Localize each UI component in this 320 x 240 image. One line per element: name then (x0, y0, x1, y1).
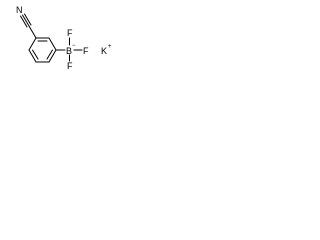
fluorine-bottom-label: F (67, 61, 73, 71)
ring-bond-2 (48, 37, 57, 51)
chemical-structure-diagram: N B − F F F K + (16, 5, 112, 71)
boron-atom-label: B (66, 46, 72, 56)
nitrile-triple-bond-1 (22, 14, 30, 27)
trifluoroborate-group: B − F F F (66, 28, 89, 71)
potassium-ion: K + (101, 44, 112, 56)
nitrile-triple-bond-3 (20, 15, 28, 28)
ring-double-bond-c (32, 49, 39, 60)
ring-bond-5 (28, 49, 37, 63)
nitrile-single-bond (28, 25, 37, 39)
ring-double-bond-b (46, 49, 53, 60)
ring-bond-6 (28, 37, 37, 51)
fluorine-right-label: F (83, 46, 89, 56)
benzene-ring (28, 37, 57, 63)
fluorine-top-label: F (67, 28, 73, 38)
potassium-charge-label: + (108, 44, 112, 50)
ring-bond-3 (48, 49, 57, 63)
nitrogen-atom-label: N (16, 5, 23, 15)
nitrile-group: N (16, 5, 37, 39)
potassium-atom-label: K (101, 46, 107, 56)
boron-charge-label: − (72, 43, 76, 49)
nitrile-triple-bond-2 (24, 13, 32, 26)
